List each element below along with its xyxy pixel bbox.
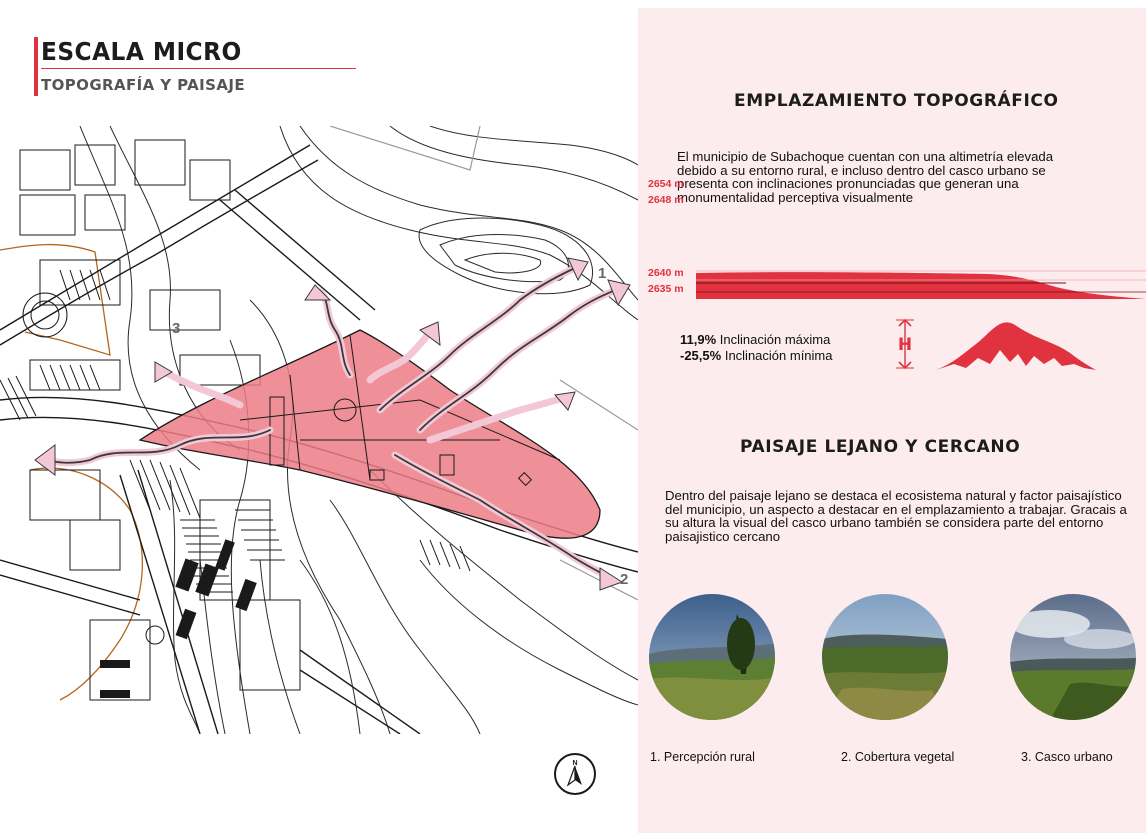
secondary-roads <box>329 126 638 601</box>
inclination-min-row: -25,5% Inclinación mínima <box>680 348 832 364</box>
height-arrow-icon: H <box>896 318 914 370</box>
altitude-label: 2640 m <box>648 267 684 279</box>
altitude-label: 2635 m <box>648 283 684 295</box>
view-number-labels: 1 2 3 <box>172 265 628 588</box>
header-accent-bar <box>34 37 38 96</box>
photo-rural <box>649 594 775 720</box>
landscape-section-title: PAISAJE LEJANO Y CERCANO <box>740 437 1021 457</box>
photo-caption: 3. Casco urbano <box>1021 750 1113 764</box>
inclination-min-label: Inclinación mínima <box>724 348 833 363</box>
inclination-stats: 11,9% Inclinación máxima -25,5% Inclinac… <box>680 332 832 364</box>
view-label-1: 1 <box>598 265 606 282</box>
view-label-2: 2 <box>620 571 628 588</box>
page-title: ESCALA MICRO <box>41 37 242 66</box>
landscape-description: Dentro del paisaje lejano se destaca el … <box>665 488 1127 544</box>
elevation-profile <box>696 270 1146 299</box>
north-compass-icon: N <box>554 753 596 795</box>
inclination-min-value: -25,5% <box>680 348 722 363</box>
header-divider <box>41 68 356 69</box>
dense-blocks <box>100 539 257 698</box>
inclination-max-value: 11,9% <box>680 332 717 347</box>
altitude-label: 2648 m <box>648 194 684 206</box>
inclination-max-label: Inclinación máxima <box>719 332 831 347</box>
photo-urban <box>1010 594 1136 720</box>
compass-north-label: N <box>572 760 577 767</box>
inclination-max-row: 11,9% Inclinación máxima <box>680 332 832 348</box>
photo-vegetation <box>822 594 948 720</box>
topographic-section-title: EMPLAZAMIENTO TOPOGRÁFICO <box>734 91 1059 111</box>
boundary-outlines <box>0 243 143 701</box>
page-subtitle: TOPOGRAFÍA Y PAISAJE <box>41 76 245 94</box>
view-label-3: 3 <box>172 320 180 337</box>
mountain-icon <box>936 322 1096 370</box>
photo-caption: 1. Percepción rural <box>650 750 755 764</box>
view-arrow-heads <box>34 257 631 591</box>
photo-caption: 2. Cobertura vegetal <box>841 750 955 764</box>
view-arrows <box>41 264 619 582</box>
topographic-description: El municipio de Subachoque cuentan con u… <box>677 149 1054 205</box>
site-map: 1 2 3 <box>0 126 638 734</box>
intervention-area <box>138 329 601 539</box>
altitude-label: 2654 m <box>648 178 684 190</box>
building-blocks <box>19 139 301 701</box>
contour-lines <box>79 126 638 734</box>
height-letter: H <box>898 335 912 355</box>
